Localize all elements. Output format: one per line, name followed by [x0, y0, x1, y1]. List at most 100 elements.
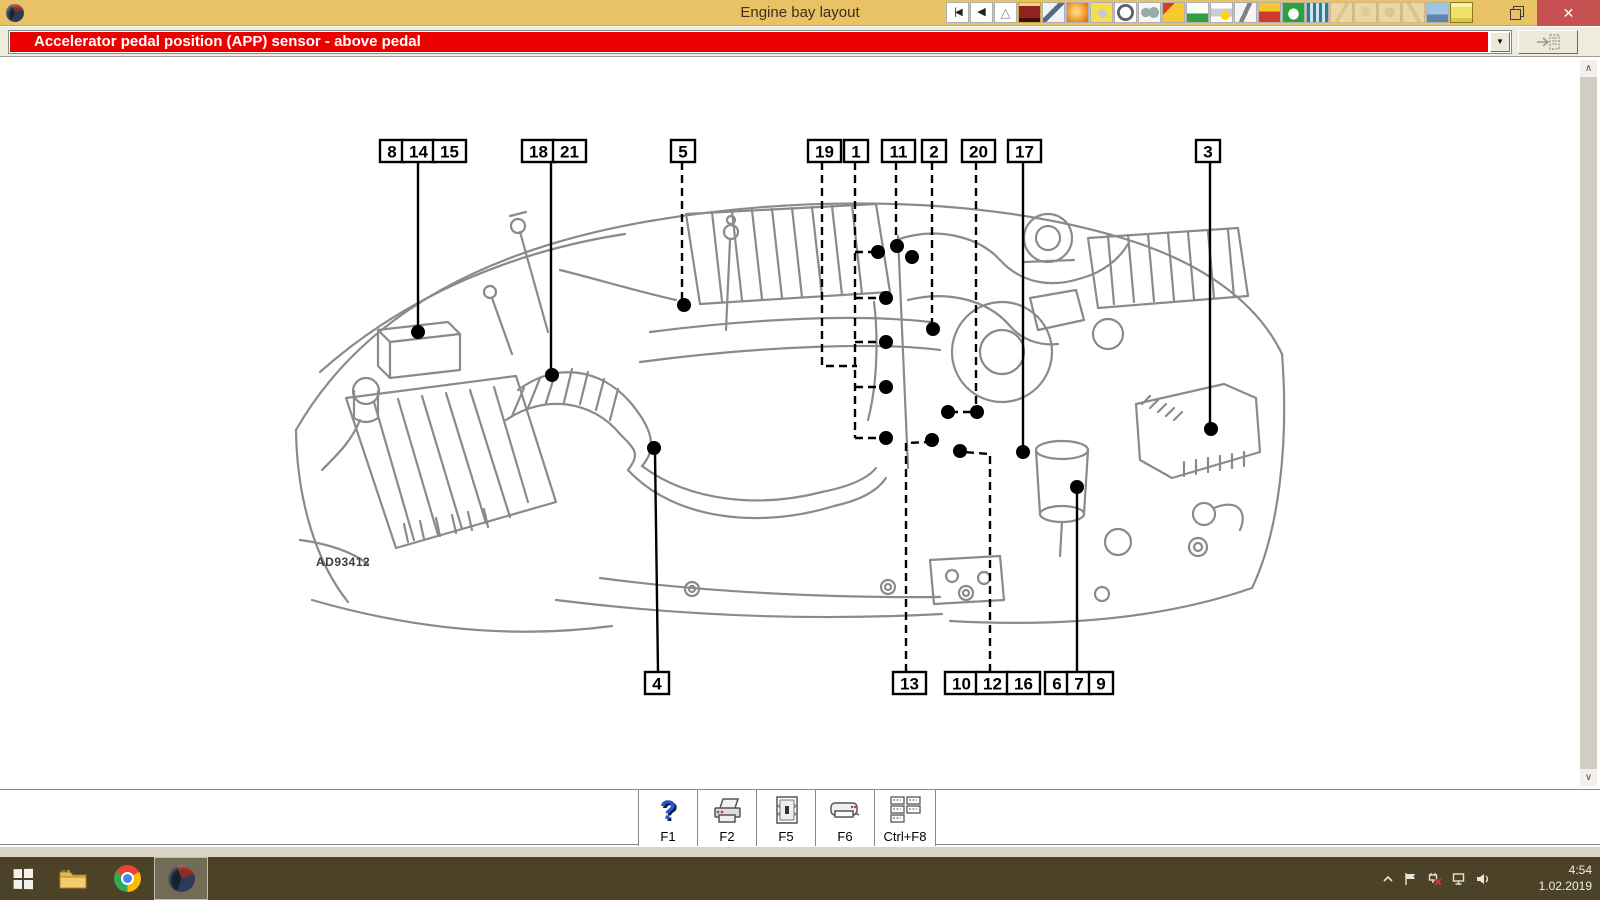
- component-marker-dot: [1016, 445, 1030, 459]
- show-hidden-caret-icon[interactable]: [1380, 871, 1396, 887]
- selected-component-label[interactable]: Accelerator pedal position (APP) sensor …: [10, 32, 1488, 52]
- component-marker-dot: [970, 405, 984, 419]
- component-marker-dot: [1070, 480, 1084, 494]
- battery-check-icon[interactable]: [1450, 2, 1473, 23]
- vertical-scrollbar[interactable]: ∧ ∨: [1580, 60, 1597, 786]
- hand-tool-icon[interactable]: [1234, 2, 1257, 23]
- forms-icon: [875, 793, 935, 827]
- app-logo-icon: [6, 4, 24, 22]
- callout-4: 4: [643, 441, 671, 696]
- callout-number: 11: [890, 143, 908, 162]
- component-marker-dot: [879, 431, 893, 445]
- jump-to-component-button[interactable]: [1518, 30, 1578, 54]
- vehicle-lift-icon[interactable]: [1186, 2, 1209, 23]
- document-f5-button[interactable]: F5: [756, 790, 815, 846]
- component-selector[interactable]: Accelerator pedal position (APP) sensor …: [8, 30, 1512, 54]
- hazard-car-icon[interactable]: [1402, 2, 1425, 23]
- start-button[interactable]: [0, 857, 46, 900]
- back-icon[interactable]: [970, 2, 993, 23]
- system-tray: [1380, 857, 1490, 900]
- jump-arrow-icon: [1537, 34, 1560, 50]
- fuse-box-icon[interactable]: [1258, 2, 1281, 23]
- help-car-icon[interactable]: [1330, 2, 1353, 23]
- document-icon: [757, 793, 815, 827]
- callout-number: 20: [969, 143, 988, 162]
- titlebar: Engine bay layout ✕: [0, 0, 1600, 26]
- callout-number: 14: [409, 143, 428, 162]
- component-marker-dot: [879, 291, 893, 305]
- drawing-code: AD93412: [316, 555, 370, 569]
- help-f1-button[interactable]: ? F1: [638, 790, 697, 846]
- engine-bay-diagram: AD93412 81415182151911122017341310121667…: [294, 138, 1286, 696]
- scroll-down-button[interactable]: ∨: [1580, 769, 1597, 786]
- callout-number: 4: [652, 675, 662, 694]
- function-key-toolbar: ? F1 F2: [0, 789, 1600, 846]
- component-marker-dot: [647, 441, 661, 455]
- gauge-icon[interactable]: [1114, 2, 1137, 23]
- close-button[interactable]: ✕: [1537, 0, 1600, 26]
- callout-19: 19: [806, 138, 857, 368]
- component-marker-dot: [677, 298, 691, 312]
- print-f2-button[interactable]: F2: [697, 790, 756, 846]
- mouse-pointer-icon[interactable]: [1090, 2, 1113, 23]
- selector-row: Accelerator pedal position (APP) sensor …: [0, 27, 1600, 57]
- fax-f6-button[interactable]: F6: [815, 790, 874, 846]
- callout-2: 2: [920, 138, 948, 336]
- globe-service-icon[interactable]: [1066, 2, 1089, 23]
- exhaust-smoke-icon[interactable]: [1354, 2, 1377, 23]
- restore-window-button[interactable]: [1504, 3, 1530, 23]
- callout-number: 12: [983, 675, 1002, 694]
- action-center-flag-icon[interactable]: [1403, 871, 1419, 887]
- component-marker-dot: [1204, 422, 1218, 436]
- callout-number: 13: [900, 675, 919, 694]
- chrome-button[interactable]: [100, 857, 154, 900]
- callout-11: 11: [880, 138, 919, 264]
- forms-ctrl-f8-button[interactable]: Ctrl+F8: [874, 790, 936, 846]
- clock-time: 4:54: [1568, 863, 1592, 877]
- callout-17: 17: [1006, 138, 1043, 459]
- parking-brake-car-icon[interactable]: [1210, 2, 1233, 23]
- taskbar: 4:54 1.02.2019: [0, 857, 1600, 900]
- speaker-icon[interactable]: [1474, 871, 1490, 887]
- callout-5: 5: [669, 138, 697, 312]
- window-bottom-edge: [0, 846, 1600, 857]
- taskbar-clock[interactable]: 4:54 1.02.2019: [1497, 862, 1592, 894]
- scroll-up-button[interactable]: ∧: [1580, 60, 1597, 77]
- callout-number: 6: [1052, 675, 1061, 694]
- car-ramp-icon[interactable]: [1162, 2, 1185, 23]
- car-photo-icon[interactable]: [1426, 2, 1449, 23]
- titlebar-toolbar: [946, 2, 1473, 23]
- callout-number: 19: [815, 143, 834, 162]
- component-marker-dot: [411, 325, 425, 339]
- engine-line-art: [294, 202, 1286, 633]
- dropdown-arrow-button[interactable]: ▼: [1490, 32, 1510, 52]
- callout-13: 13: [891, 433, 939, 696]
- skip-to-start-icon[interactable]: [946, 2, 969, 23]
- windows-logo-icon: [13, 868, 34, 889]
- file-explorer-button[interactable]: [46, 857, 100, 900]
- pulley-wheels-icon[interactable]: [1138, 2, 1161, 23]
- diagnostics-display-icon[interactable]: [1018, 2, 1041, 23]
- usb-unplugged-icon[interactable]: [1426, 871, 1444, 887]
- callout-3: 3: [1194, 138, 1222, 436]
- component-marker-dot: [879, 380, 893, 394]
- component-marker-dot: [925, 433, 939, 447]
- callout-number: 16: [1014, 675, 1033, 694]
- callout-number: 21: [560, 143, 579, 162]
- repair-tools-icon[interactable]: [1042, 2, 1065, 23]
- component-marker-dot: [545, 368, 559, 382]
- warning-triangle-icon[interactable]: [994, 2, 1017, 23]
- car-body-icon[interactable]: [1282, 2, 1305, 23]
- work-lamp-icon[interactable]: [1378, 2, 1401, 23]
- component-marker-dot: [941, 405, 955, 419]
- network-icon[interactable]: [1451, 871, 1467, 887]
- workshop-app-button[interactable]: [154, 857, 208, 900]
- component-marker-dot: [905, 250, 919, 264]
- folder-icon: [59, 869, 87, 888]
- timing-belt-icon[interactable]: [1306, 2, 1329, 23]
